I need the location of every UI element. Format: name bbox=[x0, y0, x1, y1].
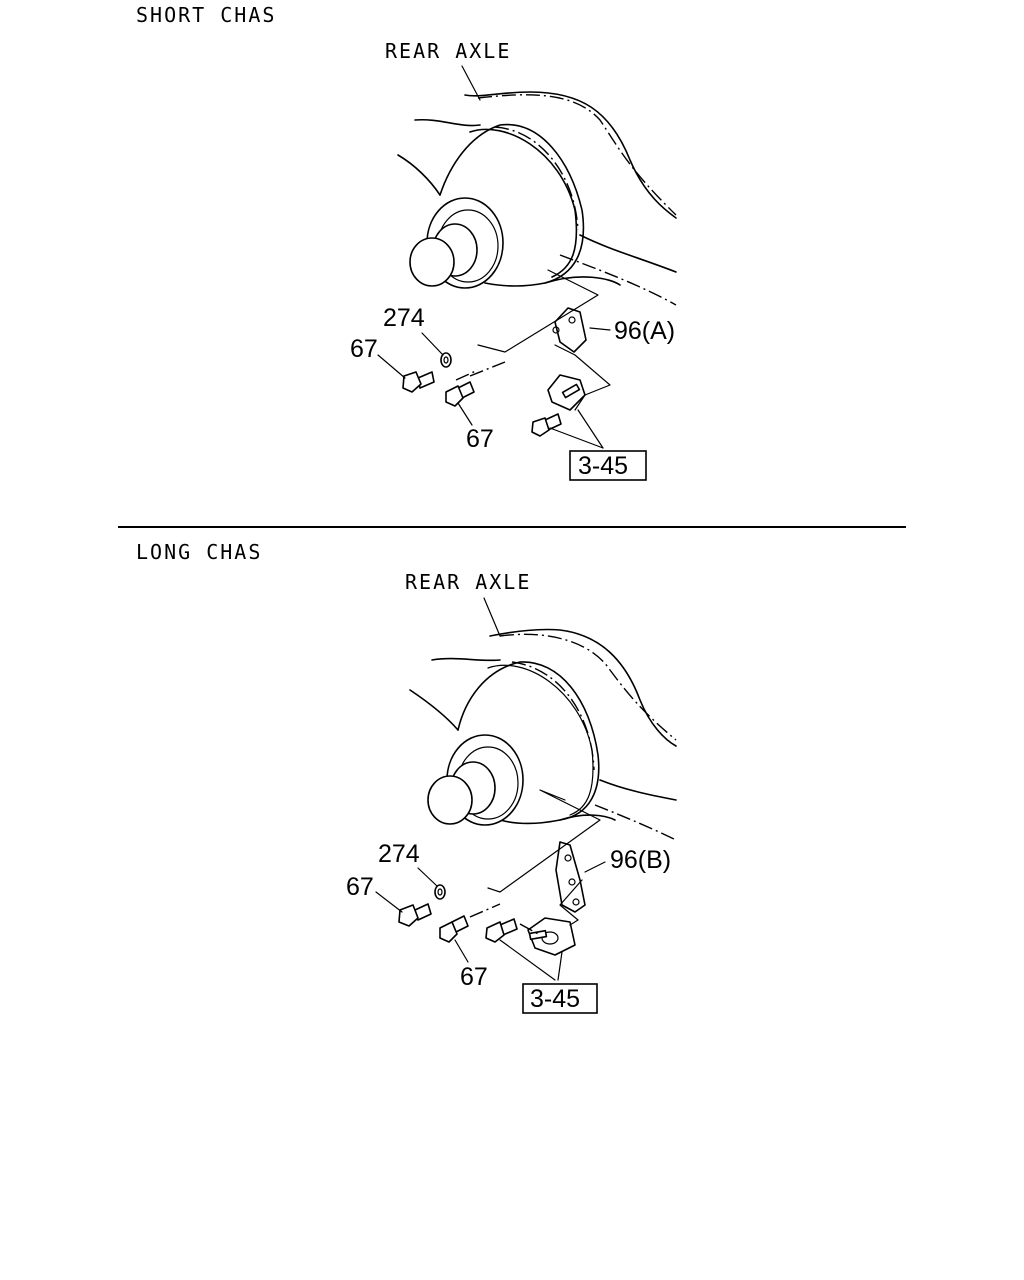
callout-ref: 3-45 bbox=[578, 452, 628, 480]
callout-bolt-left: 67 bbox=[346, 873, 374, 901]
bolt-left-leader bbox=[375, 891, 403, 913]
bolt-67-bottom bbox=[445, 381, 475, 407]
assembly-line-4 bbox=[455, 369, 479, 381]
callout-ref: 3-45 bbox=[530, 985, 580, 1013]
rear-axle-housing bbox=[409, 628, 677, 841]
callout-bracket: 96(B) bbox=[610, 846, 671, 874]
ref-leader-2 bbox=[577, 409, 604, 449]
sensor-part bbox=[527, 917, 576, 956]
washer-274 bbox=[440, 352, 452, 368]
assembly-line-1 bbox=[487, 789, 601, 893]
assembly-line-3 bbox=[469, 903, 501, 918]
bolt-bottom-leader bbox=[454, 939, 469, 963]
bracket-96b bbox=[555, 841, 606, 913]
bracket-96a bbox=[552, 307, 611, 353]
rear-axle-label: REAR AXLE bbox=[405, 570, 531, 594]
ref-leader-2 bbox=[557, 951, 563, 981]
rear-axle-label: REAR AXLE bbox=[385, 39, 511, 63]
callout-washer: 274 bbox=[383, 304, 425, 332]
callout-bolt-left: 67 bbox=[350, 335, 378, 363]
sensor-bolt bbox=[531, 413, 562, 437]
callout-bolt-bottom: 67 bbox=[460, 963, 488, 991]
callout-washer: 274 bbox=[378, 840, 420, 868]
sensor-part bbox=[547, 374, 586, 411]
bolt-left-leader bbox=[377, 354, 406, 379]
bolt-67-left bbox=[402, 371, 435, 393]
rear-axle-housing bbox=[397, 91, 677, 306]
rear-axle-leader bbox=[461, 65, 481, 101]
section-title-long-chas: LONG CHAS bbox=[136, 540, 262, 564]
assembly-line-3 bbox=[469, 361, 506, 377]
section-short-chas: SHORT CHAS REAR AXLE bbox=[136, 3, 677, 481]
washer-leader bbox=[421, 332, 444, 356]
section-title-short-chas: SHORT CHAS bbox=[136, 3, 276, 27]
ref-leader-1 bbox=[499, 939, 556, 981]
assembly-line-2 bbox=[559, 879, 583, 926]
washer-leader bbox=[417, 867, 438, 887]
assembly-line-4 bbox=[519, 923, 541, 936]
washer-274 bbox=[434, 884, 446, 900]
assembly-line-2 bbox=[554, 344, 611, 411]
sensor-bolt bbox=[485, 918, 518, 943]
bolt-67-bottom bbox=[439, 915, 469, 943]
section-long-chas: LONG CHAS REAR AXLE bbox=[136, 540, 677, 1014]
bolt-bottom-leader bbox=[457, 402, 473, 426]
callout-bracket: 96(A) bbox=[614, 317, 675, 345]
bolt-67-left bbox=[398, 903, 432, 927]
ref-box bbox=[522, 983, 598, 1014]
callout-bolt-bottom: 67 bbox=[466, 425, 494, 453]
ref-box bbox=[569, 450, 647, 481]
rear-axle-leader bbox=[483, 597, 501, 637]
assembly-line-1 bbox=[477, 269, 599, 353]
ref-leader-1 bbox=[549, 427, 604, 449]
